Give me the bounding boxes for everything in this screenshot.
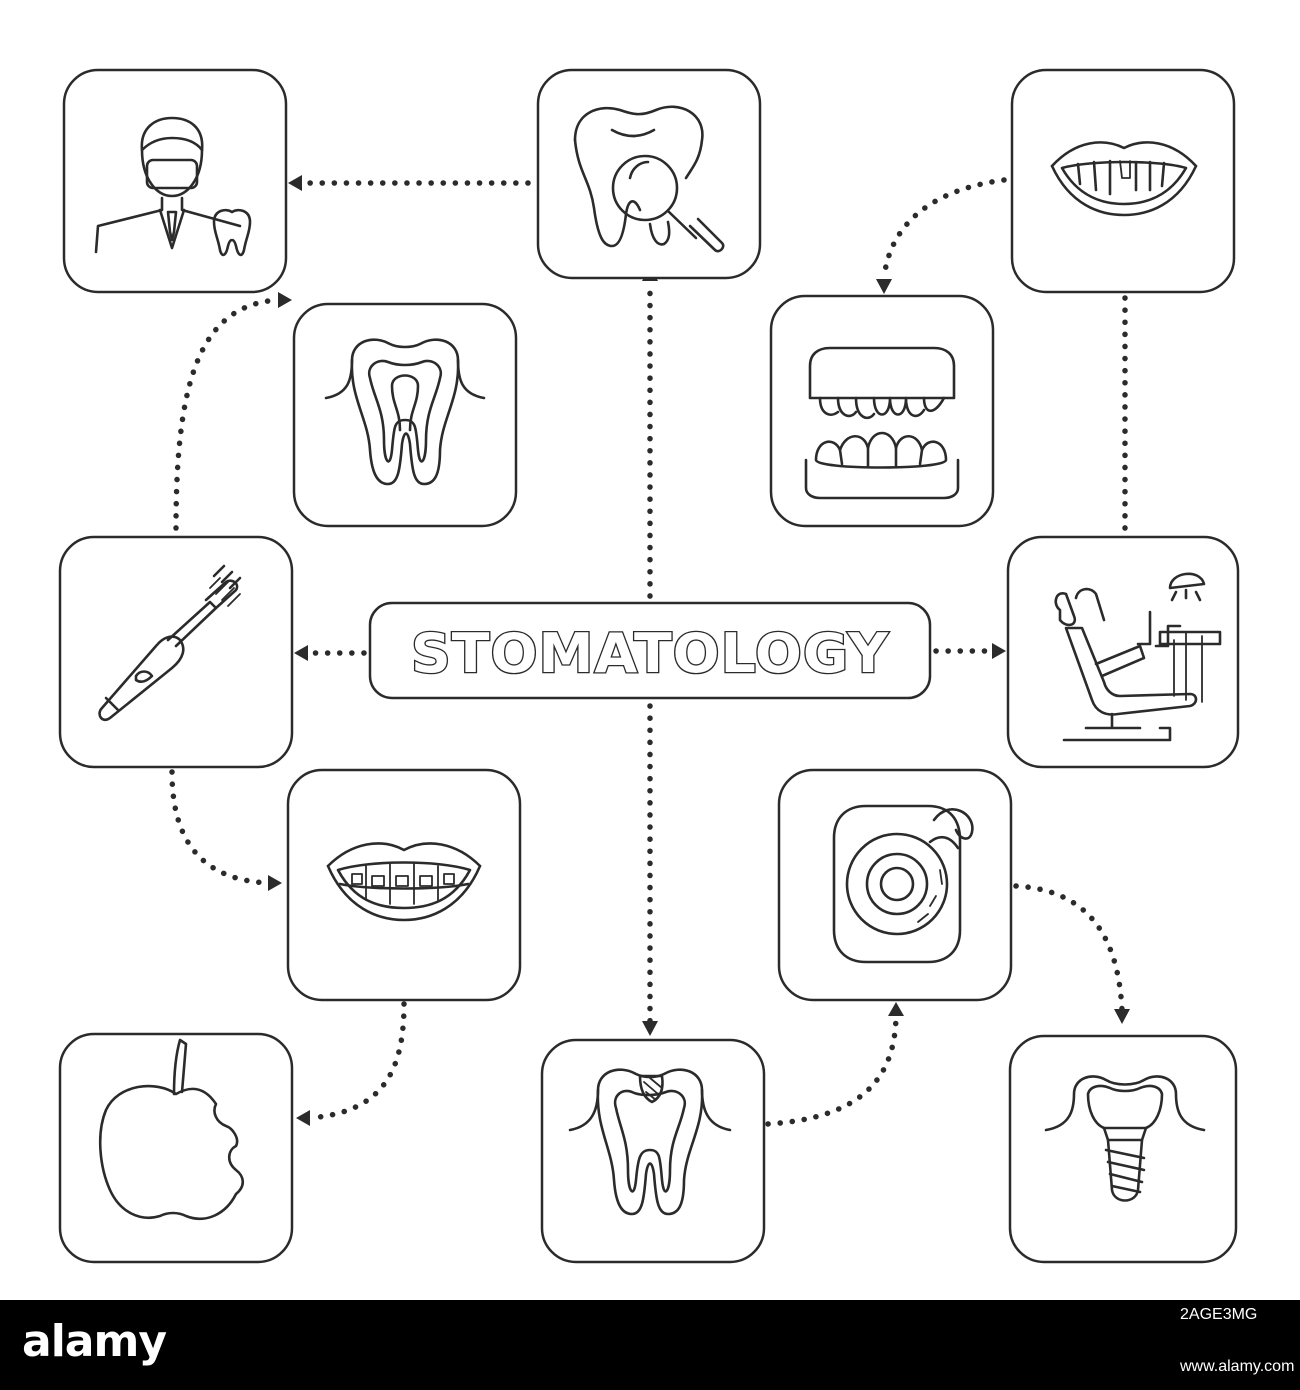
edge-caries-to-floss xyxy=(765,1013,899,1127)
arrow-braces xyxy=(268,875,282,891)
arrow-toothbrush xyxy=(294,645,308,661)
node-tooth-check[interactable] xyxy=(536,68,762,280)
arrow-caries xyxy=(642,1021,658,1036)
dental-floss-icon xyxy=(832,804,974,964)
dental-chair-icon xyxy=(1054,572,1222,742)
image-id: 2AGE3MG xyxy=(1180,1306,1258,1323)
arrow-implant xyxy=(1114,1009,1130,1024)
brand-logo: alamy xyxy=(22,1316,167,1367)
edge-floss-to-implant xyxy=(1013,883,1125,1013)
smile-missing-tooth-icon xyxy=(1050,141,1198,217)
arrow-dentures xyxy=(876,279,892,294)
node-braces[interactable] xyxy=(286,768,522,1002)
node-dentures[interactable] xyxy=(769,294,995,528)
node-dental-chair[interactable] xyxy=(1006,535,1240,769)
node-implant[interactable] xyxy=(1008,1034,1238,1264)
connectors xyxy=(169,175,1133,1127)
edge-smile-gap-to-dentures xyxy=(881,177,1007,281)
node-dentist[interactable] xyxy=(62,68,288,294)
center-title-node[interactable]: STOMATOLOGY xyxy=(368,601,932,700)
node-smile-gap[interactable] xyxy=(1010,68,1236,294)
arrow-floss xyxy=(888,1002,904,1016)
stock-footer-bar: alamy 2AGE3MG www.alamy.com xyxy=(0,1300,1300,1390)
edge-braces-to-apple xyxy=(307,1001,407,1121)
center-title: STOMATOLOGY xyxy=(411,622,889,685)
tooth-cross-section-icon xyxy=(324,338,486,486)
node-tooth-anatomy[interactable] xyxy=(292,302,518,528)
website-url: www.alamy.com xyxy=(1180,1358,1295,1375)
edge-toothbrush-to-tooth-anatomy xyxy=(173,297,281,531)
arrow-dentist xyxy=(288,175,302,191)
dental-implant-icon xyxy=(1044,1075,1206,1202)
edge-toothbrush-to-braces xyxy=(169,769,271,886)
arrow-tooth-anatomy xyxy=(278,292,292,308)
tooth-magnifier-icon xyxy=(573,105,725,253)
braces-smile-icon xyxy=(326,842,482,922)
mind-map-canvas: STOMATOLOGY xyxy=(58,68,1240,1264)
node-caries[interactable] xyxy=(540,1038,766,1264)
node-toothbrush[interactable] xyxy=(58,535,294,769)
dentist-icon xyxy=(94,116,252,257)
bitten-apple-icon xyxy=(98,1038,245,1221)
arrow-apple xyxy=(296,1110,310,1126)
electric-toothbrush-icon xyxy=(98,564,242,722)
node-apple[interactable] xyxy=(58,1032,294,1264)
arrow-chair xyxy=(992,643,1006,659)
dentures-icon xyxy=(804,346,960,500)
tooth-caries-icon xyxy=(568,1068,732,1216)
node-floss[interactable] xyxy=(777,768,1013,1002)
